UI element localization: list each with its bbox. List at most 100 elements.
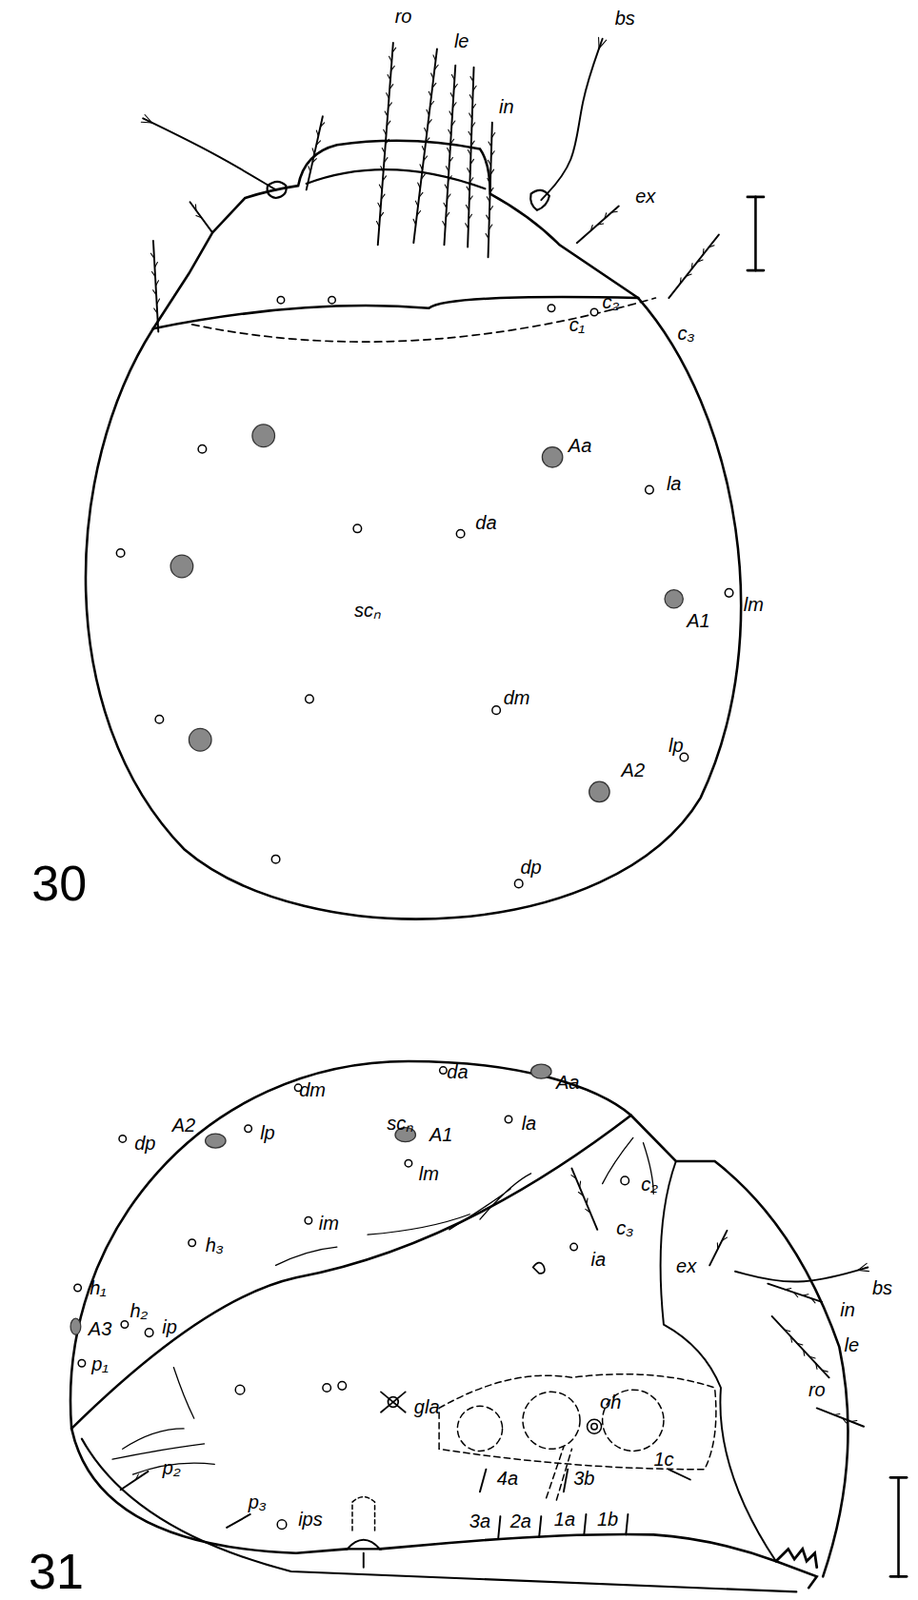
seta-label: ro xyxy=(395,6,413,26)
seta-barb xyxy=(802,1295,809,1297)
seta-barb xyxy=(491,133,495,139)
seta-barb xyxy=(803,1350,805,1357)
seta-barb xyxy=(425,138,430,143)
seta-barb xyxy=(379,184,382,191)
seta-barb xyxy=(419,164,423,171)
seta-barb xyxy=(708,245,715,248)
seta-label: da xyxy=(446,1062,468,1082)
seta-barb xyxy=(465,223,469,229)
seta-barb xyxy=(450,93,454,100)
seta-barb xyxy=(413,219,417,225)
seta-barb xyxy=(488,224,492,230)
seta-barb xyxy=(450,139,455,144)
seta-barb xyxy=(578,1181,581,1188)
seta-barb xyxy=(469,113,473,119)
seta-barb xyxy=(419,192,423,198)
seta-barb xyxy=(415,200,419,207)
seta-label: da xyxy=(475,513,497,533)
seta-barb xyxy=(451,120,456,126)
seta-label: ia xyxy=(591,1250,607,1270)
seta-barb xyxy=(604,213,607,220)
seta-label: Aa xyxy=(568,436,592,456)
seta-barb xyxy=(442,220,446,227)
seta-barb xyxy=(490,187,494,193)
seta-barb xyxy=(471,140,475,146)
seta xyxy=(538,1516,541,1537)
seta-barb xyxy=(153,290,158,296)
seta-barb xyxy=(685,274,692,277)
seta xyxy=(625,1515,628,1536)
seta xyxy=(668,1470,691,1481)
seta-barb xyxy=(389,56,393,62)
seta-barb xyxy=(312,159,317,164)
seta-barb xyxy=(448,176,453,181)
seta-label: ips xyxy=(298,1510,323,1530)
seta-barb xyxy=(473,85,477,91)
seta-barb xyxy=(468,214,472,220)
seta-barb xyxy=(467,168,471,174)
seta-label: h₁ xyxy=(89,1278,106,1298)
seta-barb xyxy=(421,146,425,153)
seta-label: dm xyxy=(503,688,531,708)
seta xyxy=(443,65,456,246)
seta-barb xyxy=(470,159,474,164)
seta-barb xyxy=(717,1243,719,1250)
seta xyxy=(120,1472,149,1491)
seta-barb xyxy=(424,127,428,134)
seta-barb xyxy=(382,176,387,181)
seta-barb xyxy=(386,120,391,126)
seta xyxy=(817,1408,864,1427)
seta-barb xyxy=(794,1293,799,1298)
seta-barb xyxy=(465,204,469,210)
seta-barb xyxy=(443,202,447,209)
seta-barb xyxy=(447,147,451,154)
seta-barb xyxy=(809,1357,816,1359)
seta-barb xyxy=(388,102,393,108)
seta-barb xyxy=(486,215,490,220)
seta-barb xyxy=(469,95,473,100)
bothridial-seta xyxy=(540,39,602,200)
seta-label: A1 xyxy=(429,1125,453,1145)
seta-barb xyxy=(470,76,474,81)
seta-label: in xyxy=(839,1300,856,1320)
seta-barb xyxy=(385,139,390,144)
seta-barb xyxy=(428,91,432,98)
seta-label: ex xyxy=(676,1257,697,1277)
seta-barb xyxy=(491,151,495,157)
seta-barb xyxy=(451,74,455,80)
seta-label: gla xyxy=(414,1397,440,1417)
seta-label: le xyxy=(844,1336,860,1356)
seta-barb xyxy=(389,84,394,90)
seta-barb xyxy=(487,159,491,165)
seta-barb xyxy=(156,280,160,287)
seta-barb xyxy=(418,182,421,189)
bothridial-seta xyxy=(142,118,276,190)
seta-barb xyxy=(784,1330,791,1333)
seta-label: c₂ xyxy=(601,292,619,312)
seta-label: lm xyxy=(743,595,764,615)
seta-barb xyxy=(797,1343,803,1346)
seta-barb xyxy=(430,101,435,107)
seta-label: 1b xyxy=(597,1510,619,1530)
seta-label: scₙ xyxy=(386,1114,414,1134)
seta-barb xyxy=(490,169,494,175)
seta-barb xyxy=(452,102,457,108)
seta-barb xyxy=(427,119,432,125)
seta-barb xyxy=(444,184,448,191)
seta-label: ex xyxy=(635,186,656,206)
seta-barb xyxy=(383,158,388,163)
seta-barb xyxy=(486,197,490,202)
seta-label: Aa xyxy=(556,1073,579,1093)
seta xyxy=(378,42,394,245)
seta-barb xyxy=(469,178,473,183)
seta-barb xyxy=(195,204,198,211)
seta-label: p₁ xyxy=(91,1355,108,1375)
seta-barb xyxy=(691,263,694,270)
seta-barb xyxy=(721,1237,727,1241)
seta-barb xyxy=(386,93,390,100)
seta-barb xyxy=(816,1363,818,1370)
seta-barb xyxy=(417,210,421,216)
seta-label: bs xyxy=(615,8,636,28)
seta-label: p₃ xyxy=(248,1493,267,1513)
